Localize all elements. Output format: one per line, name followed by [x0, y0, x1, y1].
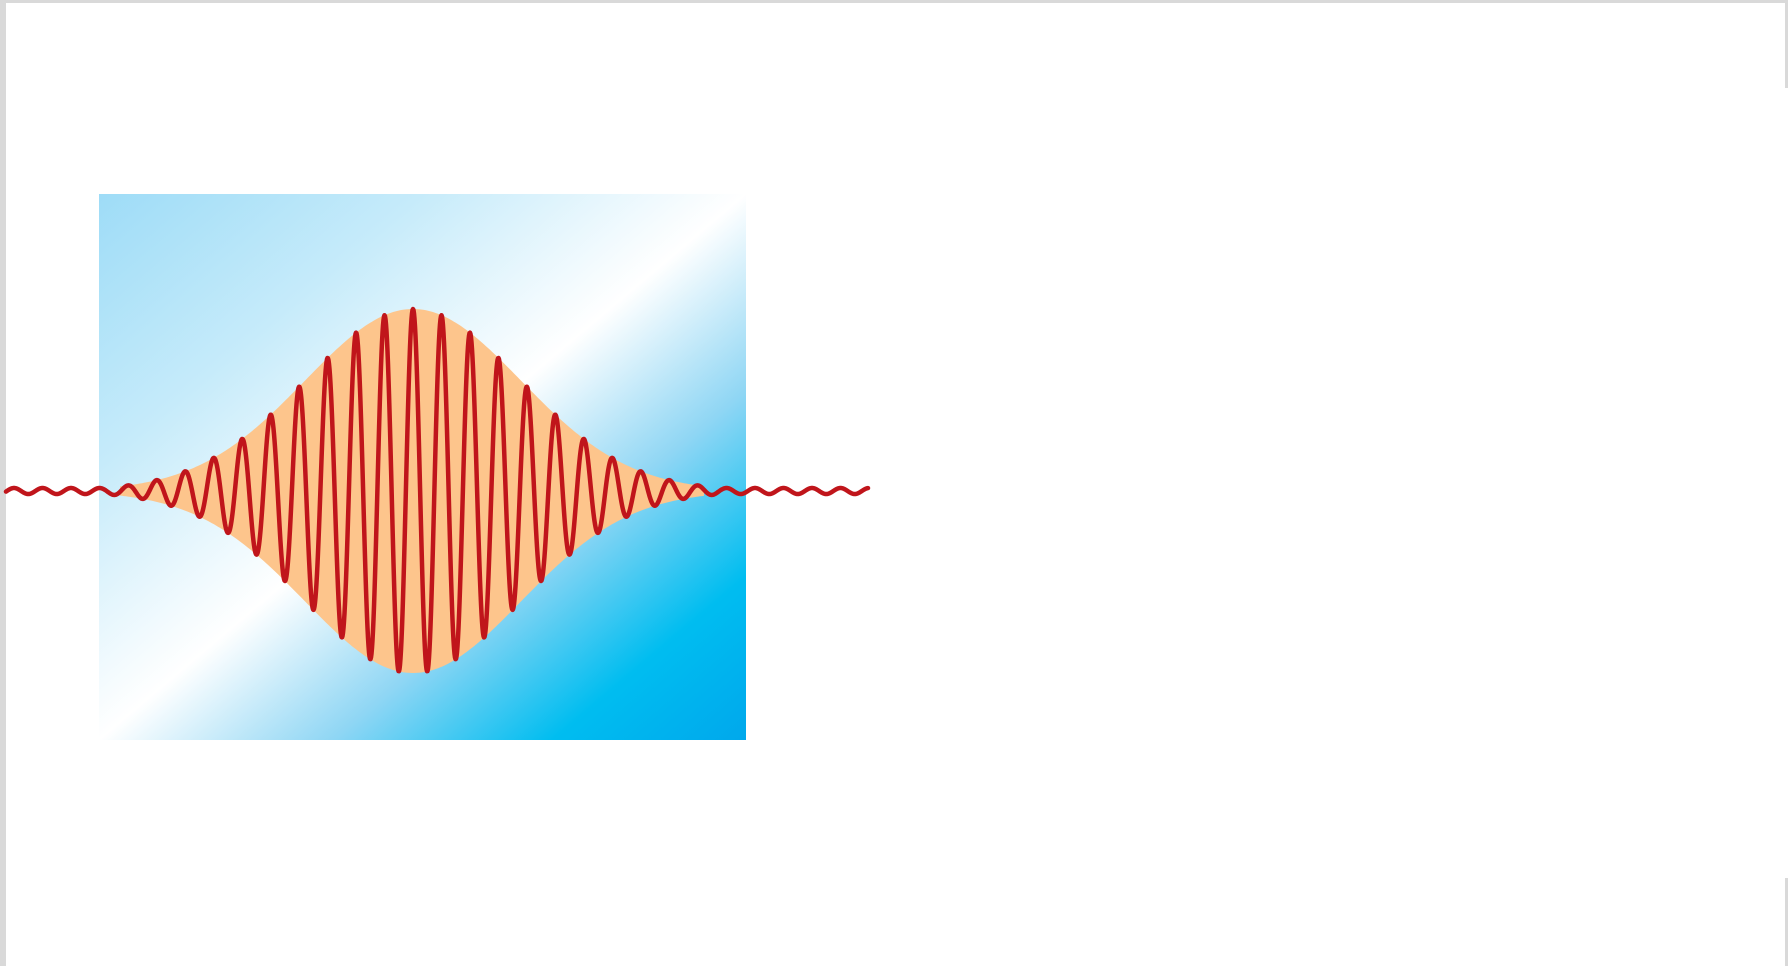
- wave-packet-illustration: [0, 0, 1788, 966]
- figure-page: [0, 0, 1788, 966]
